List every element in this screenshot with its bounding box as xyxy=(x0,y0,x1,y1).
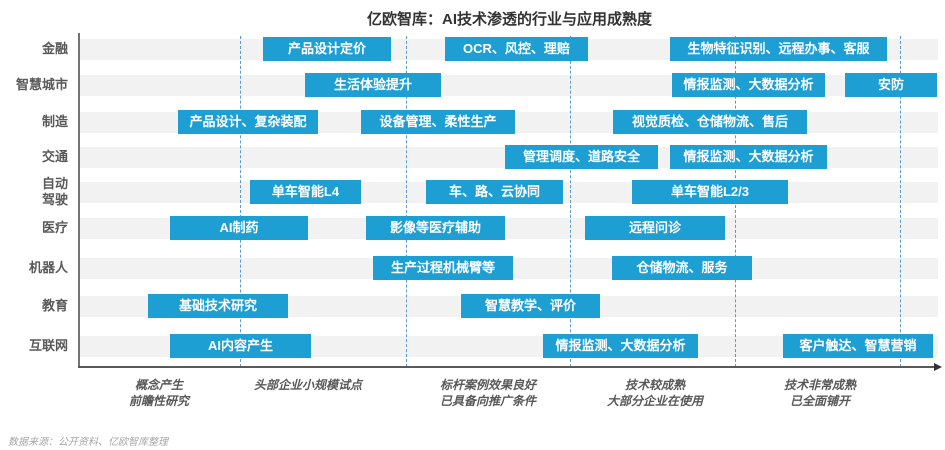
chart-box: 生产过程机械臂等 xyxy=(373,256,513,280)
row-label: 制造 xyxy=(41,114,68,129)
chart-box: 管理调度、道路安全 xyxy=(505,145,658,169)
y-axis-line xyxy=(78,33,80,368)
stage-label: 头部企业小规模试点 xyxy=(253,378,362,392)
chart-box: AI内容产生 xyxy=(170,334,311,358)
stage-divider-line xyxy=(406,36,407,367)
row-label: 互联网 xyxy=(28,338,68,353)
chart-box: 设备管理、柔性生产 xyxy=(361,110,515,134)
stage-label: 技术非常成熟 已全面铺开 xyxy=(783,378,856,408)
x-axis-line xyxy=(78,366,936,368)
stage-label: 技术较成熟 大部分企业在使用 xyxy=(606,378,703,408)
chart-box: AI制药 xyxy=(170,216,308,240)
chart-box: OCR、风控、理赔 xyxy=(445,37,588,61)
stage-label: 概念产生 前瞻性研究 xyxy=(128,378,189,408)
chart-box: 生物特征识别、远程办事、客服 xyxy=(670,37,887,61)
chart-box: 产品设计定价 xyxy=(263,37,391,61)
stage-divider-line xyxy=(240,36,241,367)
x-axis-arrow-icon xyxy=(934,363,942,371)
stage-divider-line xyxy=(900,36,901,367)
chart-box: 安防 xyxy=(845,73,937,97)
row-label: 金融 xyxy=(41,41,68,56)
stage-label: 标杆案例效果良好 已具备向推广条件 xyxy=(439,378,536,408)
chart-box: 情报监测、大数据分析 xyxy=(543,334,698,358)
source-note: 数据来源：公开资料、亿欧智库整理 xyxy=(8,437,168,448)
chart-box: 车、路、云协同 xyxy=(426,180,563,204)
row-label: 机器人 xyxy=(28,260,68,275)
chart-box: 单车智能L4 xyxy=(250,180,361,204)
row-label: 医疗 xyxy=(41,220,68,235)
chart-box: 客户触达、智慧营销 xyxy=(783,334,933,358)
chart-box: 仓储物流、服务 xyxy=(612,256,752,280)
row-label: 自动 驾驶 xyxy=(41,176,68,207)
stage-divider-line xyxy=(570,36,571,367)
chart-box: 情报监测、大数据分析 xyxy=(670,145,827,169)
chart-box: 情报监测、大数据分析 xyxy=(672,73,825,97)
chart-box: 智慧教学、评价 xyxy=(461,294,600,318)
row-label: 教育 xyxy=(41,298,68,313)
chart-box: 单车智能L2/3 xyxy=(632,180,788,204)
row-label: 交通 xyxy=(41,149,68,164)
chart-box: 影像等医疗辅助 xyxy=(366,216,505,240)
chart-box: 基础技术研究 xyxy=(148,294,288,318)
chart-box: 生活体验提升 xyxy=(305,73,441,97)
chart-box: 视觉质检、仓储物流、售后 xyxy=(613,110,807,134)
chart-box: 远程问诊 xyxy=(585,216,725,240)
row-label: 智慧城市 xyxy=(15,77,68,92)
chart-box: 产品设计、复杂装配 xyxy=(178,110,318,134)
chart-title: 亿欧智库：AI技术渗透的行业与应用成熟度 xyxy=(366,11,652,28)
